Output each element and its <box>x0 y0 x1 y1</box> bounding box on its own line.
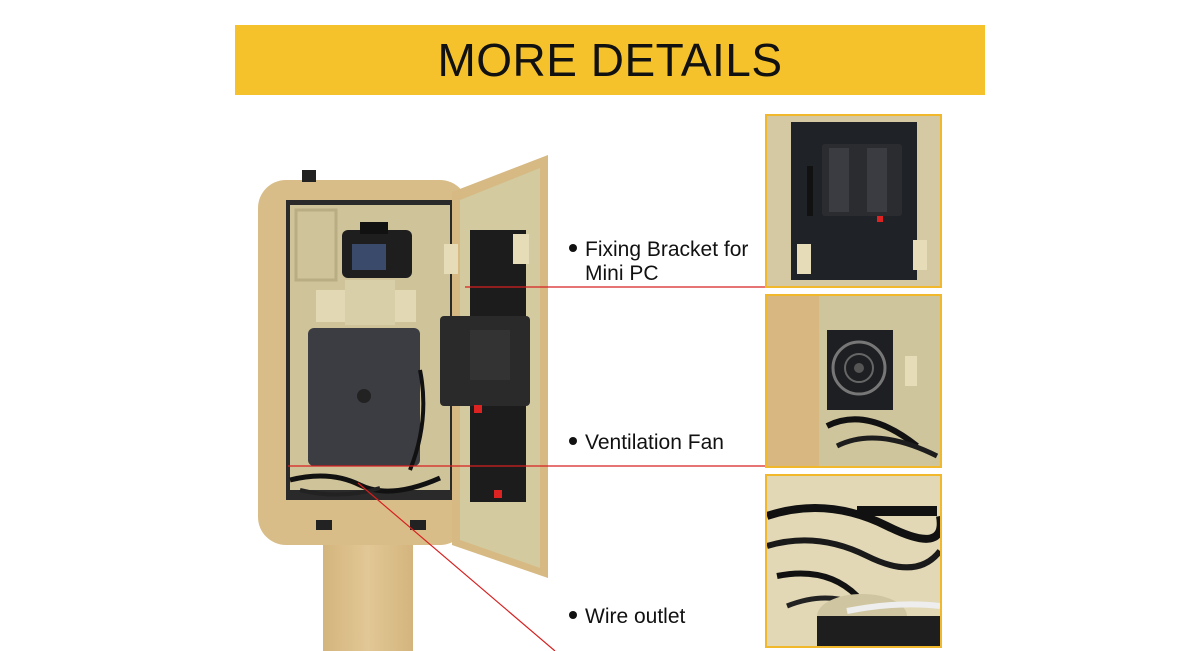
callout-wire-outlet: Wire outlet <box>569 605 685 629</box>
callout-text: Ventilation Fan <box>585 431 724 454</box>
bullet-icon <box>569 611 577 620</box>
thumbnail-ventilation-fan <box>765 294 942 468</box>
callout-ventilation-fan: Ventilation Fan <box>569 431 724 455</box>
callout-text-line2: Mini PC <box>585 262 659 285</box>
thumbnail-mini-pc-bracket <box>765 114 942 288</box>
callout-fixing-bracket: Fixing Bracket for Mini PC <box>569 238 748 286</box>
bullet-icon <box>569 244 577 253</box>
callout-text: Wire outlet <box>585 605 686 628</box>
bullet-icon <box>569 437 577 446</box>
callout-text-line1: Fixing Bracket for <box>585 238 749 261</box>
header-banner: MORE DETAILS <box>235 25 985 95</box>
page-title: MORE DETAILS <box>437 34 783 86</box>
thumbnail-wire-outlet <box>765 474 942 648</box>
